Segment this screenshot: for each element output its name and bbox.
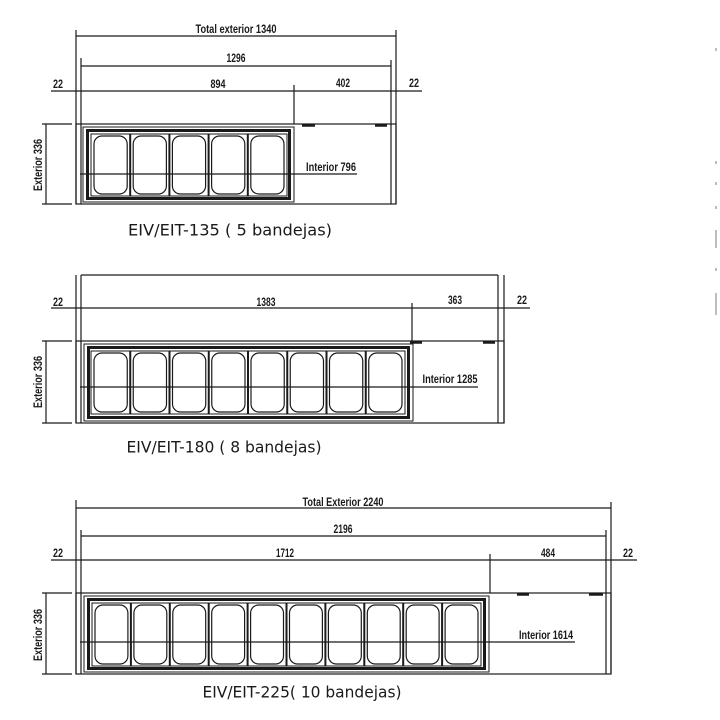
tray-cell xyxy=(169,602,210,667)
label-tray-section: 1383 xyxy=(257,295,276,309)
edge-mark xyxy=(715,293,717,315)
tray-pans xyxy=(90,133,288,197)
label-right-section: 363 xyxy=(448,293,462,307)
tray-cell xyxy=(441,602,482,667)
drawing-caption: EIV/EIT-180 ( 8 bandejas) xyxy=(127,438,322,457)
gastronorm-pan xyxy=(171,352,207,413)
label-tray-section: 1712 xyxy=(276,546,294,560)
tray-cell xyxy=(208,350,249,415)
drawing-eit-135: Total exterior 1340 1296 22 894 402 22 I… xyxy=(31,22,422,240)
gastronorm-pan xyxy=(211,604,246,665)
drawing-caption: EIV/EIT-225( 10 bandejas) xyxy=(203,683,402,702)
gastronorm-pan xyxy=(444,604,479,665)
gastronorm-pan xyxy=(405,604,440,665)
gastronorm-pan xyxy=(211,352,246,413)
gastronorm-pan xyxy=(250,352,285,413)
label-interior: Interior 796 xyxy=(306,160,356,174)
tray-cell xyxy=(286,350,327,415)
tray-cell xyxy=(130,602,171,667)
gastronorm-pan xyxy=(132,135,167,195)
gastronorm-pan xyxy=(288,604,324,665)
tray-cell xyxy=(363,602,404,667)
tray-cell xyxy=(402,602,443,667)
tray-frame-outer xyxy=(83,595,490,673)
label-exterior-depth: Exterior 336 xyxy=(31,609,45,661)
label-tray-section: 894 xyxy=(211,77,226,91)
gastronorm-pan xyxy=(211,135,246,195)
tray-cell xyxy=(90,133,131,197)
cropped-edge-marks xyxy=(715,48,717,315)
edge-mark xyxy=(715,230,717,248)
tray-cell xyxy=(91,602,132,667)
label-interior: Interior 1614 xyxy=(519,628,573,642)
gastronorm-pan xyxy=(289,352,325,413)
tray-cell xyxy=(247,602,288,667)
unit-outline xyxy=(75,592,612,675)
tray-cell xyxy=(365,350,406,415)
drawing-eit-225: Total Exterior 2240 2196 22 1712 484 22 … xyxy=(31,495,637,702)
label-right-margin: 22 xyxy=(517,293,527,307)
tray-cell xyxy=(169,350,210,415)
tray-cell xyxy=(247,350,288,415)
label-right-margin: 22 xyxy=(623,546,633,560)
label-left-margin: 22 xyxy=(53,546,63,560)
label-total-exterior: Total exterior 1340 xyxy=(196,22,277,36)
tray-cell xyxy=(324,602,365,667)
unit-outline xyxy=(75,123,397,205)
label-right-section: 484 xyxy=(541,546,555,560)
tray-cell xyxy=(326,350,367,415)
tray-cell xyxy=(247,133,288,197)
label-right-margin: 22 xyxy=(409,76,419,90)
edge-mark xyxy=(715,48,717,51)
edge-mark xyxy=(715,268,717,271)
tray-cell xyxy=(129,133,170,197)
tray-cell xyxy=(129,350,170,415)
label-inner-width: 1296 xyxy=(227,51,246,65)
tray-pans xyxy=(90,350,406,415)
label-right-section: 402 xyxy=(336,76,350,90)
drawing-eit-180: 22 1383 363 22 Interior 1285 Exterior 33… xyxy=(31,274,530,457)
tray-cell xyxy=(208,602,249,667)
tray-cell xyxy=(208,133,249,197)
tray-frame-outer xyxy=(82,126,295,203)
gastronorm-pan xyxy=(250,604,285,665)
tray-frame-inner xyxy=(87,346,410,419)
tray-frame-outer xyxy=(83,343,414,422)
label-exterior-depth: Exterior 336 xyxy=(31,356,45,408)
tray-frame-inner xyxy=(87,598,486,670)
label-exterior-depth: Exterior 336 xyxy=(31,139,45,191)
tray-cell xyxy=(90,350,131,415)
label-left-margin: 22 xyxy=(53,295,63,309)
gastronorm-pan xyxy=(132,352,168,413)
edge-mark xyxy=(715,182,717,185)
gastronorm-pan xyxy=(94,604,129,665)
tray-cell xyxy=(286,602,326,667)
label-total-exterior: Total Exterior 2240 xyxy=(303,495,384,509)
label-inner-width: 2196 xyxy=(334,522,353,536)
gastronorm-pan xyxy=(171,135,207,195)
gastronorm-pan xyxy=(133,604,168,665)
tray-pans xyxy=(91,602,482,667)
gastronorm-pan xyxy=(368,352,403,413)
gastronorm-pan xyxy=(328,352,364,413)
edge-mark xyxy=(715,206,717,209)
tray-cell xyxy=(168,133,210,197)
gastronorm-pan xyxy=(172,604,207,665)
gastronorm-pan xyxy=(327,604,362,665)
gastronorm-pan xyxy=(366,604,401,665)
tray-frame-inner xyxy=(86,129,291,200)
gastronorm-pan xyxy=(93,135,128,195)
gastronorm-pan xyxy=(250,135,285,195)
label-left-margin: 22 xyxy=(53,77,63,91)
gastronorm-pan xyxy=(93,352,128,413)
edge-mark xyxy=(715,161,717,164)
label-interior: Interior 1285 xyxy=(423,372,478,386)
drawing-caption: EIV/EIT-135 ( 5 bandejas) xyxy=(128,221,332,240)
unit-outline xyxy=(75,340,505,424)
